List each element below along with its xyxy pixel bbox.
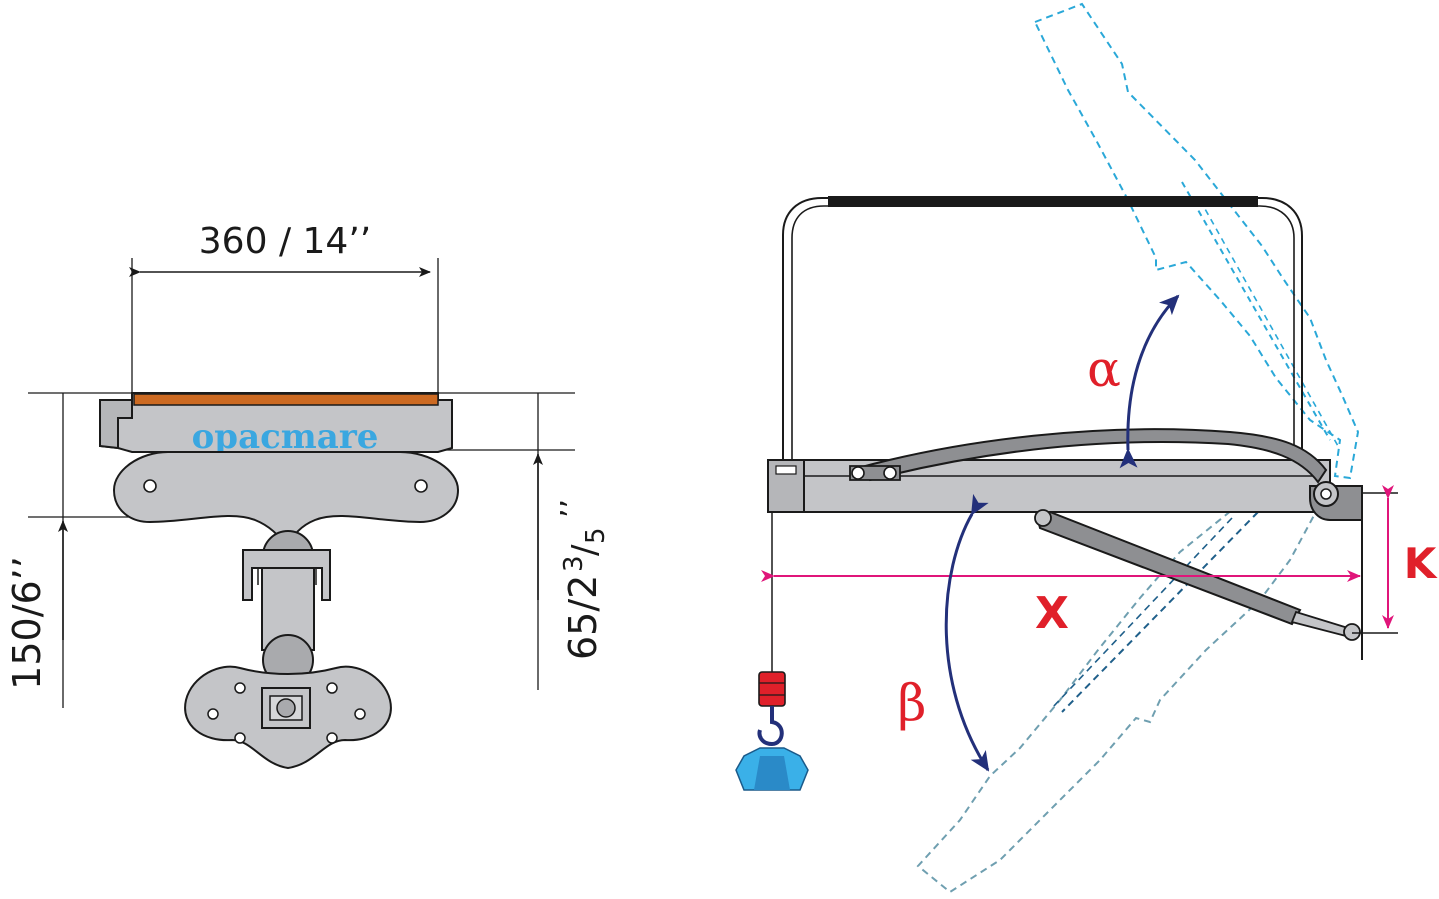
handrail	[782, 197, 1303, 462]
base-hole-3	[234, 732, 246, 744]
beta-label: β	[898, 674, 927, 732]
base-hole-5	[207, 708, 219, 720]
height-dimension-label: 150/6’’	[5, 556, 49, 690]
base-hole-1	[234, 682, 246, 694]
width-dimension-label: 360 / 14’’	[199, 221, 371, 262]
linkage-pin-1	[851, 466, 865, 480]
beta-arc	[944, 493, 990, 772]
raised-arm-dash-1	[1181, 181, 1331, 441]
load-scale	[758, 671, 786, 707]
base-hole-4	[326, 732, 338, 744]
alpha-arc	[1119, 294, 1180, 469]
gas-strut-body	[1034, 511, 1302, 626]
strut-lower-pin	[1343, 623, 1361, 641]
front-view: 360 / 14’’ 150/6’’ 65/2 3 / 5 ’’ opacmar…	[5, 221, 611, 770]
raised-position-outline	[1033, 2, 1360, 480]
rail-lip	[99, 399, 133, 450]
mount-hole-right	[414, 479, 428, 493]
upper-linkage-arm	[856, 428, 1328, 484]
strut-upper-pin	[1034, 509, 1052, 527]
base-bolt	[276, 698, 296, 718]
upper-clamp	[242, 549, 331, 601]
lowered-arm-dash-1	[1061, 511, 1259, 713]
gas-strut-rod	[1290, 610, 1350, 638]
base-hole-2	[326, 682, 338, 694]
lowered-position-outline	[916, 506, 1320, 894]
k-dimension-label: K	[1404, 539, 1438, 588]
mount-hole-left	[143, 479, 157, 493]
x-dimension-label: X	[1035, 588, 1069, 639]
svg-text:3: 3	[559, 555, 589, 572]
base-hole-6	[354, 708, 366, 720]
offset-dimension-label: 65/2 3 / 5 ’’	[555, 499, 611, 660]
svg-text:/: /	[565, 544, 605, 556]
raised-arm-dash-2	[1199, 199, 1339, 447]
hook-icon	[757, 706, 784, 747]
brand-logo: opacmare	[192, 417, 379, 457]
alpha-label: α	[1087, 340, 1121, 398]
lowered-arm-dash-2	[1051, 517, 1233, 709]
side-view: X K α β	[735, 2, 1438, 894]
svg-text:5: 5	[581, 527, 611, 544]
teak-pad	[133, 393, 439, 406]
svg-text:’’: ’’	[555, 499, 590, 518]
linkage-pin-2	[883, 466, 897, 480]
svg-text:65/2: 65/2	[561, 575, 605, 660]
handrail-grip	[828, 196, 1258, 207]
